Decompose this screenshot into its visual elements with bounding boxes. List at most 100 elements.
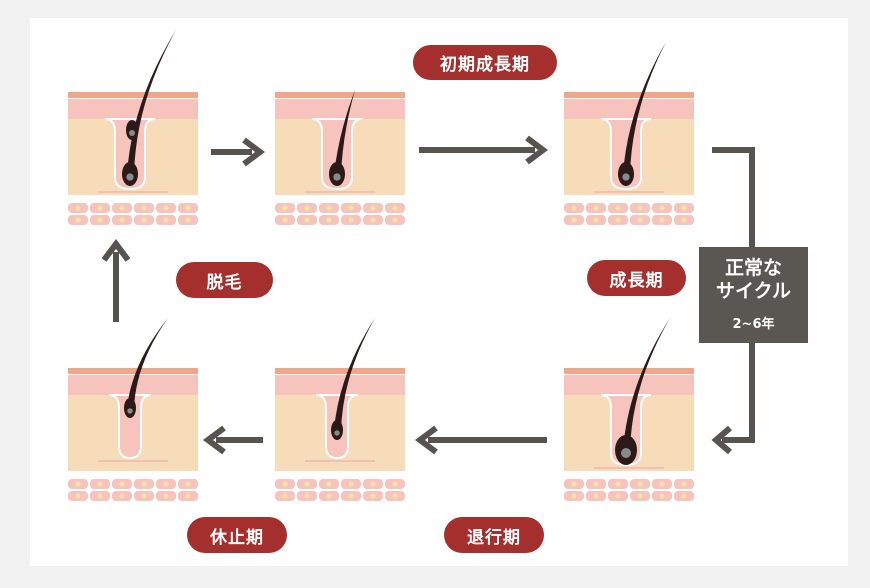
cycle-duration: 2~6年 — [732, 317, 775, 332]
skin-surface-layer — [275, 368, 405, 374]
cycle-line2: サイクル — [715, 280, 792, 302]
cell-nucleus — [75, 481, 81, 487]
cell-nucleus — [348, 493, 354, 499]
cell-nucleus — [615, 217, 621, 223]
cell-nucleus — [304, 481, 310, 487]
cell-nucleus — [97, 217, 103, 223]
cell-nucleus — [141, 205, 147, 211]
arrow-left-2 — [203, 425, 263, 455]
skin-surface-layer — [564, 92, 694, 98]
cell-nucleus — [370, 493, 376, 499]
cell-nucleus — [370, 205, 376, 211]
hair-bulb — [331, 420, 343, 440]
dermal-papilla — [333, 173, 341, 181]
cell-nucleus — [370, 481, 376, 487]
cell-nucleus — [163, 493, 169, 499]
cell-nucleus — [141, 481, 147, 487]
cell-nucleus — [163, 205, 169, 211]
cell-nucleus — [659, 205, 665, 211]
cell-nucleus — [392, 205, 398, 211]
cell-nucleus — [141, 217, 147, 223]
cell-nucleus — [326, 481, 332, 487]
cell-nucleus — [615, 205, 621, 211]
cell-nucleus — [593, 493, 599, 499]
cell-nucleus — [593, 481, 599, 487]
arrow-right-2 — [419, 135, 548, 165]
cell-nucleus — [119, 493, 125, 499]
hair-shaft — [127, 30, 176, 174]
epidermis-layer — [564, 375, 694, 395]
label-catagen: 退行期 — [444, 517, 544, 553]
cell-nucleus — [282, 493, 288, 499]
cell-nucleus — [637, 205, 643, 211]
cell-nucleus — [348, 205, 354, 211]
hair-shaft — [334, 90, 355, 174]
cell-nucleus — [348, 217, 354, 223]
cell-nucleus — [326, 217, 332, 223]
cell-nucleus — [97, 481, 103, 487]
cell-nucleus — [97, 493, 103, 499]
cell-nucleus — [75, 205, 81, 211]
cell-nucleus — [185, 493, 191, 499]
label-anagen: 成長期 — [587, 260, 686, 296]
skin-panel-telogen — [68, 318, 198, 501]
cell-nucleus — [681, 217, 687, 223]
cell-nucleus — [75, 217, 81, 223]
cell-nucleus — [659, 493, 665, 499]
hair-follicle — [108, 394, 152, 460]
cell-nucleus — [163, 217, 169, 223]
hair-follicle — [311, 118, 363, 191]
cell-nucleus — [571, 217, 577, 223]
cell-nucleus — [185, 217, 191, 223]
skin-surface-layer — [68, 368, 198, 374]
cell-nucleus — [392, 481, 398, 487]
label-telogen: 休止期 — [187, 517, 287, 553]
cell-nucleus — [282, 481, 288, 487]
epidermis-layer — [275, 99, 405, 119]
cell-nucleus — [348, 481, 354, 487]
dermal-papilla — [127, 408, 133, 414]
cell-nucleus — [571, 493, 577, 499]
cell-nucleus — [593, 217, 599, 223]
cell-nucleus — [119, 205, 125, 211]
skin-surface-layer — [68, 92, 198, 98]
cell-nucleus — [326, 493, 332, 499]
dermal-papilla — [622, 173, 630, 181]
cell-nucleus — [304, 493, 310, 499]
skin-panel-early-anagen-2 — [275, 90, 405, 225]
cell-nucleus — [370, 217, 376, 223]
epidermis-layer — [564, 99, 694, 119]
skin-panel-catagen — [275, 318, 405, 501]
skin-panel-anagen-2 — [564, 318, 694, 501]
cell-nucleus — [615, 481, 621, 487]
cell-nucleus — [282, 205, 288, 211]
cell-nucleus — [97, 205, 103, 211]
cell-nucleus — [615, 493, 621, 499]
hair-shaft — [334, 318, 375, 430]
dermal-papilla — [334, 430, 340, 436]
cell-nucleus — [119, 217, 125, 223]
epidermis-layer — [275, 375, 405, 395]
cell-nucleus — [304, 217, 310, 223]
cell-nucleus — [75, 493, 81, 499]
cell-nucleus — [304, 205, 310, 211]
cell-nucleus — [681, 481, 687, 487]
hair-shaft — [623, 42, 666, 174]
cell-nucleus — [185, 205, 191, 211]
cell-nucleus — [282, 217, 288, 223]
cell-nucleus — [141, 493, 147, 499]
cell-nucleus — [392, 217, 398, 223]
cell-nucleus — [637, 217, 643, 223]
cell-nucleus — [163, 481, 169, 487]
skin-panel-early-anagen-1 — [68, 30, 198, 225]
label-shedding: 脱毛 — [176, 262, 273, 298]
cell-nucleus — [637, 481, 643, 487]
skin-panel-anagen-1 — [564, 42, 694, 225]
normal-cycle-box: 正常な サイクル 2~6年 — [699, 247, 808, 343]
cell-nucleus — [571, 205, 577, 211]
hair-bulb — [124, 398, 136, 418]
label-early-anagen: 初期成長期 — [413, 45, 557, 80]
cell-nucleus — [681, 205, 687, 211]
cell-nucleus — [571, 481, 577, 487]
